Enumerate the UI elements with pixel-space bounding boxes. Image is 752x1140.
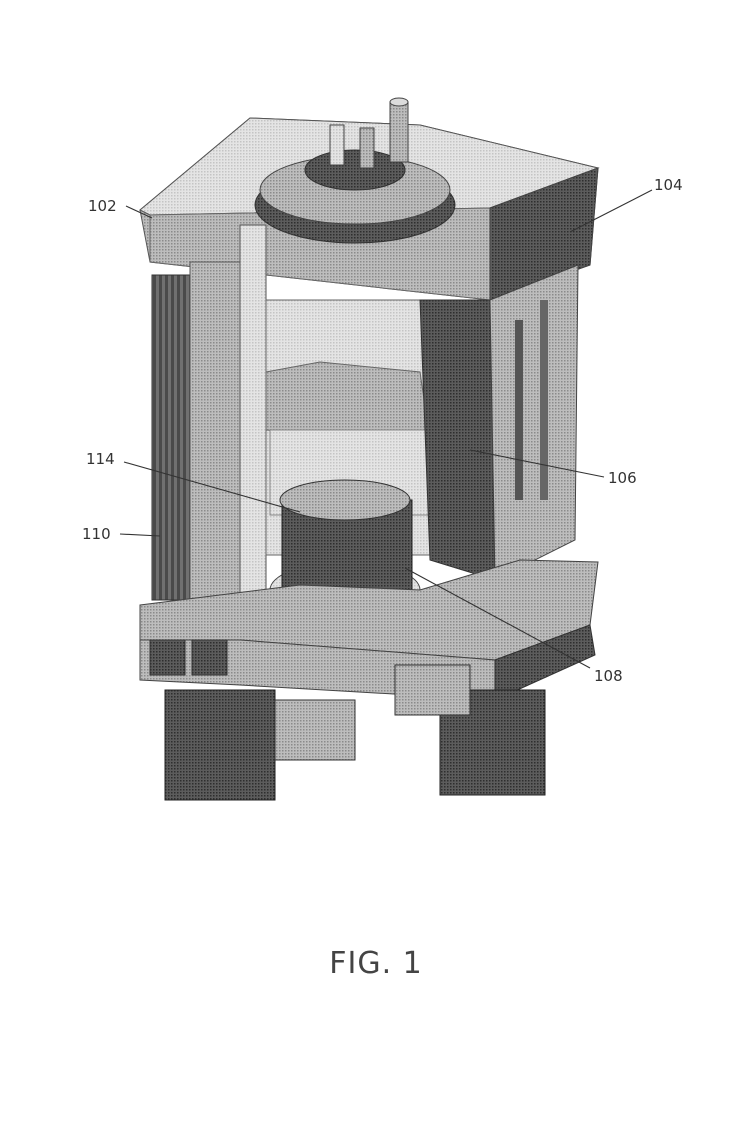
label-110: 110 [82, 525, 111, 543]
apparatus-illustration [140, 98, 598, 800]
label-106: 106 [608, 469, 637, 487]
right-block [420, 265, 578, 580]
left-column [152, 225, 266, 615]
label-104: 104 [654, 176, 683, 194]
label-114: 114 [86, 450, 115, 468]
label-108: 108 [594, 667, 623, 685]
figure-caption: FIG. 1 [329, 946, 423, 981]
label-102: 102 [88, 197, 117, 215]
